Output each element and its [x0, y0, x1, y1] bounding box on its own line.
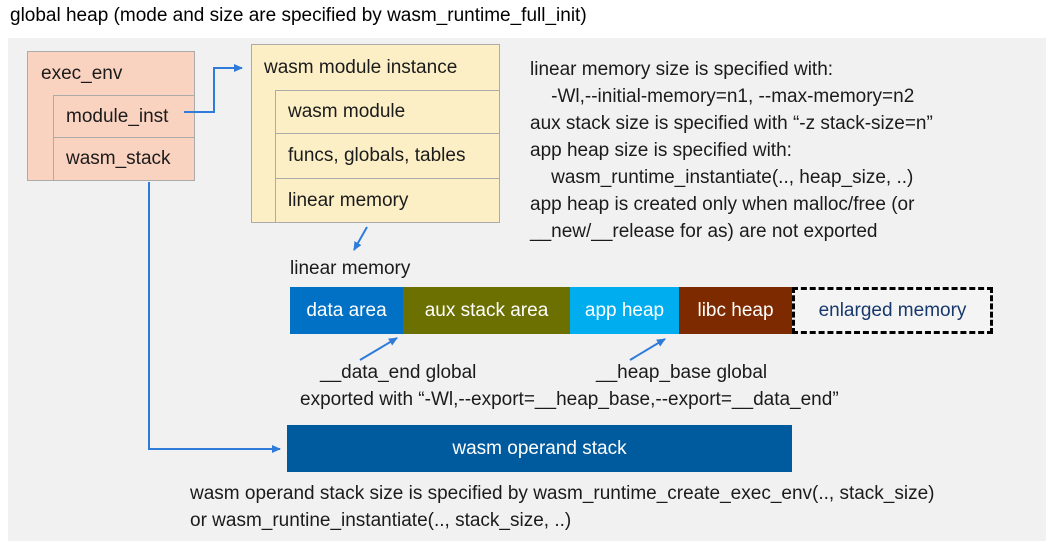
note-line: linear memory size is specified with: — [530, 59, 834, 80]
linear-memory-bar: data area aux stack area app heap libc h… — [290, 287, 792, 334]
segment-data-area: data area — [290, 287, 403, 334]
notes-right: linear memory size is specified with: -W… — [530, 56, 933, 245]
note-line: aux stack size is specified with “-z sta… — [530, 113, 933, 134]
exported-with-label: exported with “-Wl,--export=__heap_base,… — [300, 389, 839, 410]
note-line: or wasm_runtine_instantiate(.., stack_si… — [190, 510, 572, 531]
module-instance-row-funcs-globals-tables: funcs, globals, tables — [275, 133, 500, 179]
segment-aux-stack-area: aux stack area — [403, 287, 570, 334]
segment-app-heap: app heap — [570, 287, 679, 334]
note-line: app heap is created only when malloc/fre… — [530, 194, 915, 215]
module-instance-row-wasm-module: wasm module — [275, 90, 500, 134]
note-line: __new/__release for as) are not exported — [530, 221, 878, 242]
exec-env-row-module-inst: module_inst — [53, 95, 195, 138]
exec-env-row-wasm-stack: wasm_stack — [53, 137, 195, 181]
wasm-operand-stack-bar: wasm operand stack — [287, 425, 792, 472]
module-instance-row-linear-memory: linear memory — [275, 178, 500, 223]
data-end-global-label: __data_end global — [320, 362, 477, 383]
note-line: wasm operand stack size is specified by … — [190, 483, 935, 504]
linear-memory-label: linear memory — [290, 258, 411, 279]
segment-libc-heap: libc heap — [679, 287, 792, 334]
heap-base-global-label: __heap_base global — [596, 362, 768, 383]
note-line: app heap size is specified with: — [530, 140, 792, 161]
notes-bottom: wasm operand stack size is specified by … — [190, 480, 935, 534]
note-line: wasm_runtime_instantiate(.., heap_size, … — [530, 167, 914, 188]
note-line: -Wl,--initial-memory=n1, --max-memory=n2 — [530, 86, 915, 107]
segment-enlarged-memory: enlarged memory — [792, 287, 993, 334]
diagram-title: global heap (mode and size are specified… — [10, 5, 587, 26]
